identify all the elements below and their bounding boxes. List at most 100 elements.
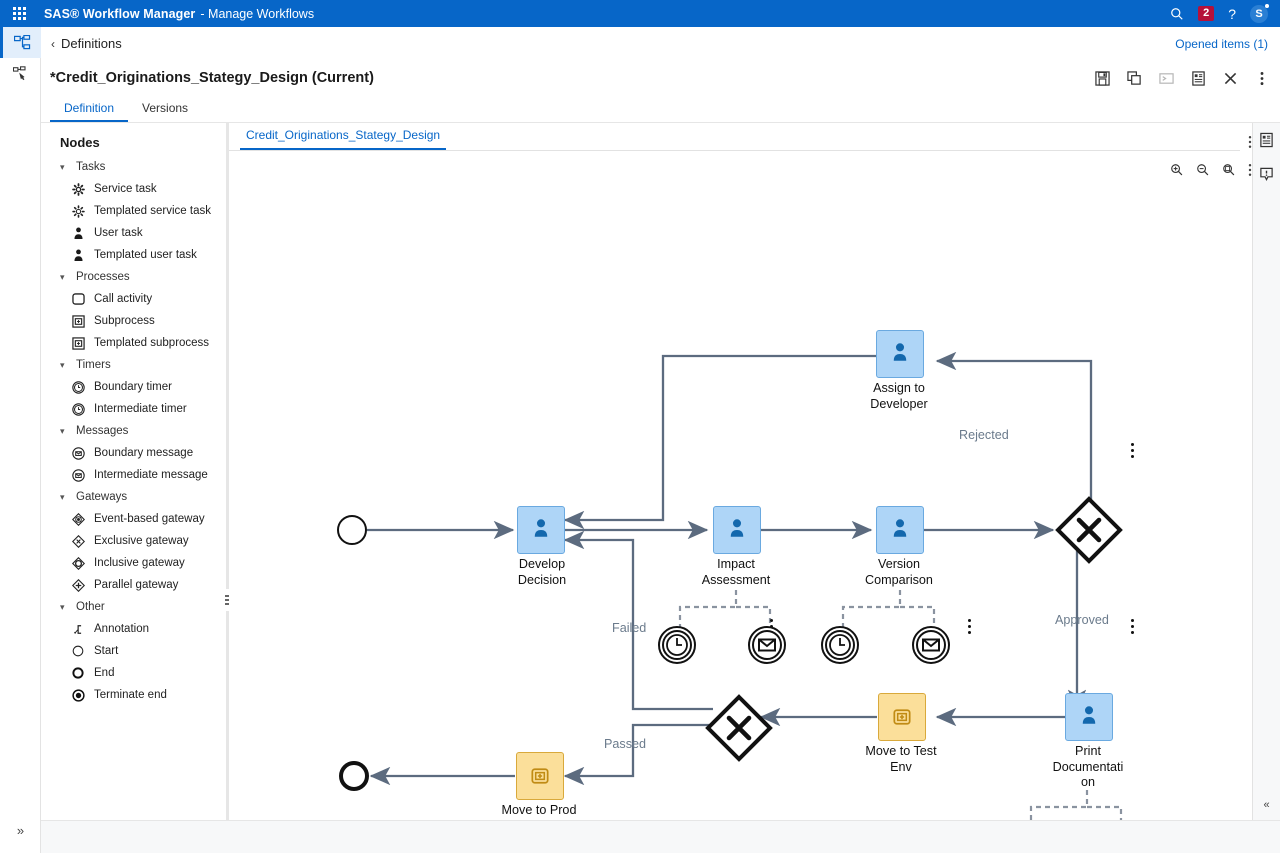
palette-node-boundary-message[interactable]: Boundary message — [41, 442, 227, 464]
palette-node-intermediate-message[interactable]: Intermediate message — [41, 464, 227, 486]
palette-group-label: Tasks — [76, 161, 106, 173]
app-launcher-icon[interactable] — [0, 0, 38, 27]
palette-node-subprocess[interactable]: Subprocess — [41, 310, 227, 332]
tab-versions[interactable]: Versions — [142, 101, 189, 115]
palette-splitter-grip[interactable] — [225, 589, 230, 611]
avatar[interactable]: S — [1250, 3, 1269, 23]
canvas-more-options-icon[interactable] — [1248, 163, 1252, 177]
end-event-icon — [71, 666, 85, 680]
boundary-message-icon-version[interactable] — [911, 625, 951, 668]
diagram-tab-more-options-icon[interactable] — [1248, 135, 1252, 152]
close-icon[interactable] — [1222, 70, 1238, 86]
palette-node-inclusive-gateway[interactable]: Inclusive gateway — [41, 552, 227, 574]
node-assign-to-developer[interactable] — [876, 330, 924, 378]
palette-node-end[interactable]: End — [41, 662, 227, 684]
palette-node-label: User task — [94, 227, 143, 239]
workflow-instances-icon[interactable] — [0, 58, 41, 89]
comments-panel-icon[interactable] — [1253, 157, 1280, 191]
annotation-icon — [71, 622, 85, 636]
palette-group-tasks[interactable]: ▾Tasks — [41, 156, 227, 178]
node-menu-version-comparison[interactable] — [1131, 619, 1136, 636]
collapse-right-rail-button[interactable]: « — [1263, 799, 1270, 811]
alert-count-badge[interactable]: 2 — [1198, 6, 1215, 21]
zoom-out-icon[interactable] — [1196, 163, 1210, 177]
user-task-shape — [876, 330, 924, 378]
start-event-node[interactable] — [337, 515, 367, 545]
diagram-tab-bar: Credit_Originations_Stategy_Design — [229, 123, 1240, 151]
boundary-timer-icon-impact[interactable] — [657, 625, 697, 668]
palette-node-parallel-gateway[interactable]: Parallel gateway — [41, 574, 227, 596]
properties-panel-icon[interactable] — [1253, 123, 1280, 157]
properties-icon[interactable] — [1190, 70, 1206, 86]
tab-definition[interactable]: Definition — [50, 96, 129, 122]
diagram-tab[interactable]: Credit_Originations_Stategy_Design — [240, 128, 447, 150]
app-brand-title: SAS® Workflow Manager — [44, 6, 196, 21]
chevron-down-icon: ▾ — [60, 425, 65, 436]
palette-node-label: Intermediate message — [94, 469, 208, 481]
workflow-diagram-icon[interactable] — [0, 27, 41, 58]
palette-group-gateways[interactable]: ▾Gateways — [41, 486, 227, 508]
end-event-node[interactable] — [339, 761, 369, 791]
palette-node-intermediate-timer[interactable]: Intermediate timer — [41, 398, 227, 420]
subprocess-icon — [71, 314, 85, 328]
search-icon[interactable] — [1170, 7, 1184, 21]
palette-splitter[interactable] — [226, 123, 229, 821]
console-icon[interactable] — [1158, 70, 1174, 86]
zoom-to-fit-icon[interactable] — [1222, 163, 1236, 177]
node-menu-assign-to-developer[interactable] — [1131, 443, 1136, 460]
chevron-down-icon: ▾ — [60, 271, 65, 282]
palette-node-terminate-end[interactable]: Terminate end — [41, 684, 227, 706]
node-version-comparison[interactable] — [876, 506, 924, 554]
boundary-timer-icon-version[interactable] — [820, 625, 860, 668]
help-icon[interactable]: ? — [1228, 5, 1236, 22]
node-move-to-test-env[interactable] — [878, 693, 926, 741]
palette-node-boundary-timer[interactable]: Boundary timer — [41, 376, 227, 398]
palette-node-label: Inclusive gateway — [94, 557, 185, 569]
more-options-icon[interactable] — [1254, 70, 1270, 86]
palette-node-annotation[interactable]: Annotation — [41, 618, 227, 640]
palette-group-processes[interactable]: ▾Processes — [41, 266, 227, 288]
save-icon[interactable] — [1094, 70, 1110, 86]
palette-node-label: Annotation — [94, 623, 149, 635]
status-bar — [41, 820, 1280, 853]
back-to-definitions-link[interactable]: ‹ Definitions — [51, 36, 122, 51]
breadcrumb-label: Definitions — [61, 36, 122, 51]
appbar-actions: 2 ? S — [1170, 3, 1280, 23]
palette-node-templated-service-task[interactable]: Templated service task — [41, 200, 227, 222]
palette-node-call-activity[interactable]: Call activity — [41, 288, 227, 310]
node-print-documentation[interactable] — [1065, 693, 1113, 741]
palette-group-other[interactable]: ▾Other — [41, 596, 227, 618]
palette-node-start[interactable]: Start — [41, 640, 227, 662]
palette-node-label: Start — [94, 645, 119, 657]
palette-node-event-based-gateway[interactable]: Event-based gateway — [41, 508, 227, 530]
node-develop-decision[interactable] — [517, 506, 565, 554]
node-impact-assessment[interactable] — [713, 506, 761, 554]
copy-icon[interactable] — [1126, 70, 1142, 86]
node-move-to-prod-env[interactable] — [516, 752, 564, 800]
user-task-shape — [1065, 693, 1113, 741]
palette-node-templated-user-task[interactable]: Templated user task — [41, 244, 227, 266]
palette-group-timers[interactable]: ▾Timers — [41, 354, 227, 376]
palette-node-label: Service task — [94, 183, 157, 195]
palette-heading: Nodes — [60, 135, 100, 150]
intermediate-message-icon — [71, 468, 85, 482]
expand-rail-button[interactable]: » — [16, 822, 25, 838]
boundary-message-icon-impact[interactable] — [747, 625, 787, 668]
opened-items-link[interactable]: Opened items (1) — [1175, 36, 1268, 51]
node-exclusive-gateway-deploy[interactable] — [703, 692, 775, 767]
title-toolbar — [1094, 70, 1270, 86]
start-event-icon — [71, 644, 85, 658]
palette-node-label: Templated user task — [94, 249, 197, 261]
node-exclusive-gateway-review[interactable] — [1053, 494, 1125, 569]
definition-tabs: Definition Versions — [41, 96, 1280, 122]
palette-node-user-task[interactable]: User task — [41, 222, 227, 244]
workflow-canvas[interactable]: Develop Decision Impact Assessment — [229, 179, 1240, 821]
zoom-in-icon[interactable] — [1170, 163, 1184, 177]
node-menu-impact-assessment[interactable] — [968, 619, 973, 636]
palette-group-messages[interactable]: ▾Messages — [41, 420, 227, 442]
right-panel-rail: « — [1252, 123, 1280, 821]
palette-node-templated-subprocess[interactable]: Templated subprocess — [41, 332, 227, 354]
palette-node-service-task[interactable]: Service task — [41, 178, 227, 200]
palette-node-exclusive-gateway[interactable]: Exclusive gateway — [41, 530, 227, 552]
